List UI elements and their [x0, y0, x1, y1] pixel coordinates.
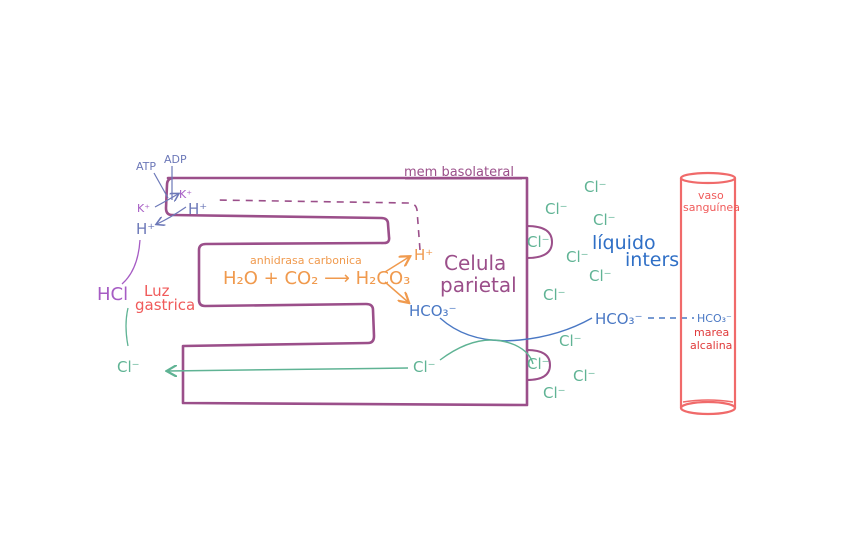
cl-ion-5: Cl⁻	[589, 267, 612, 285]
hco3-vessel: HCO₃⁻	[697, 312, 732, 325]
adp-label: ADP	[164, 153, 187, 166]
cl-cell: Cl⁻	[413, 358, 436, 376]
vessel-bottom	[679, 400, 737, 416]
cl-ion-9: Cl⁻	[543, 384, 566, 402]
hcl-label: HCl	[97, 284, 128, 305]
atp-arrow	[153, 172, 169, 199]
cl-lumen: Cl⁻	[117, 358, 140, 376]
alcalina-label: alcalina	[690, 339, 732, 352]
marea-label: marea	[694, 326, 729, 339]
cl-ion-8: Cl⁻	[573, 367, 596, 385]
cl-ion-6: Cl⁻	[543, 286, 566, 304]
cl-ion-4: Cl⁻	[566, 248, 589, 266]
hco3-inters: HCO₃⁻	[595, 310, 643, 328]
cl-entry-curve	[439, 339, 534, 365]
hco3-exit-curve	[439, 317, 593, 342]
liquido-label: líquido	[592, 232, 656, 254]
reaction-equation: H₂O + CO₂ ⟶ H₂CO₃	[223, 268, 410, 289]
channel-top	[526, 225, 554, 259]
to-hco3-arrow	[384, 281, 408, 302]
hco3-cell: HCO₃⁻	[409, 302, 457, 320]
h-plus-transport-path	[214, 199, 421, 251]
anhydrase-label: anhidrasa carbonica	[250, 254, 362, 267]
k-plus-right: K⁺	[179, 188, 192, 201]
k-influx-arrow	[154, 194, 178, 208]
atp-label: ATP	[136, 160, 156, 173]
k-plus-left: K⁺	[137, 202, 150, 215]
luz-label: Luz	[144, 282, 170, 300]
mem-basolateral-label: mem basolateral	[404, 165, 514, 180]
inters-label: inters	[625, 249, 679, 271]
h-efflux-arrow	[157, 206, 187, 224]
to-h-plus-arrow	[384, 257, 409, 273]
cl-channel-bottom: Cl⁻	[527, 355, 550, 373]
sanguinea-label: sanguínea	[683, 201, 740, 214]
channel-bottom	[526, 349, 552, 381]
h-plus-out: H⁺	[136, 220, 155, 238]
cl-ion-2: Cl⁻	[545, 200, 568, 218]
h-plus-pump: H⁺	[188, 200, 207, 218]
parietal-label: parietal	[440, 273, 517, 297]
vaso-label: vaso	[698, 189, 724, 202]
cl-to-hcl-line	[125, 307, 129, 347]
cl-secretion-arrow	[168, 368, 409, 371]
cell-membrane	[164, 176, 529, 407]
h-plus-product: H⁺	[414, 246, 433, 264]
vessel-bottom-inner	[682, 399, 734, 403]
cl-channel-top: Cl⁻	[527, 233, 550, 251]
hcl-formation-line	[121, 239, 141, 285]
gastrica-label: gastrica	[135, 296, 195, 314]
cl-ion-3: Cl⁻	[593, 211, 616, 229]
cl-ion-7: Cl⁻	[559, 332, 582, 350]
vessel-top	[679, 171, 737, 185]
cl-ion-1: Cl⁻	[584, 178, 607, 196]
celula-label: Celula	[444, 251, 506, 275]
